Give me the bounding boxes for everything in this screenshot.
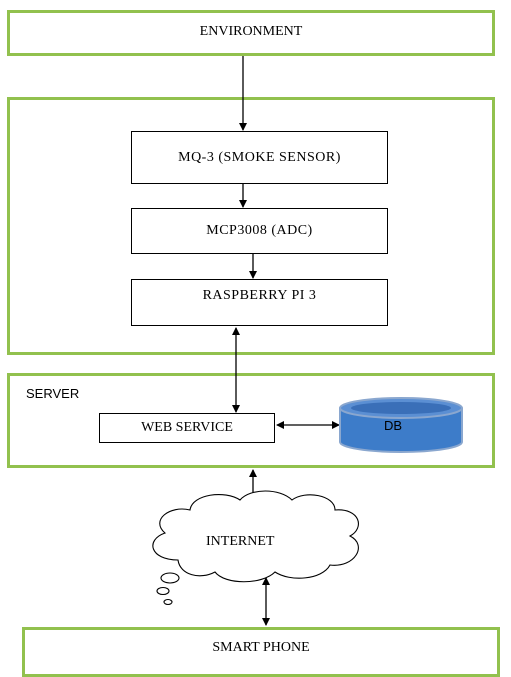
sensor-label: MQ-3 (SMOKE SENSOR) [178, 149, 341, 165]
environment-box: ENVIRONMENT [7, 10, 495, 56]
raspberry-pi-box: RASPBERRY PI 3 [131, 279, 388, 326]
internet-cloud [152, 490, 359, 606]
environment-label: ENVIRONMENT [199, 24, 303, 39]
web-service-box: WEB SERVICE [99, 413, 275, 443]
web-service-label: WEB SERVICE [141, 420, 233, 435]
db-label: DB [384, 418, 403, 433]
adc-label: MCP3008 (ADC) [206, 223, 313, 238]
server-label: SERVER [26, 386, 80, 401]
sensor-box: MQ-3 (SMOKE SENSOR) [131, 131, 388, 184]
smart-phone-label: SMART PHONE [212, 640, 310, 655]
adc-box: MCP3008 (ADC) [131, 208, 388, 254]
db-cylinder [339, 397, 463, 453]
raspberry-pi-label: RASPBERRY PI 3 [202, 288, 317, 303]
internet-label: INTERNET [206, 534, 275, 549]
